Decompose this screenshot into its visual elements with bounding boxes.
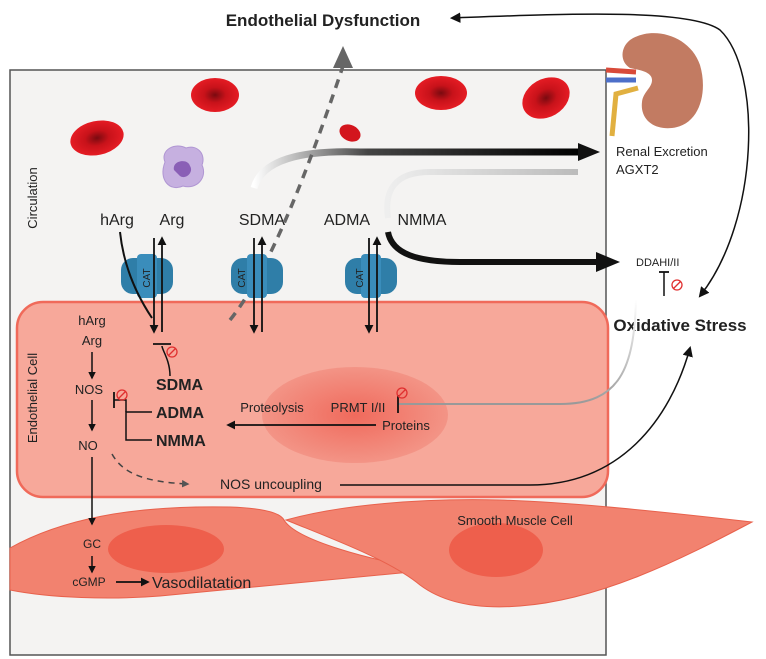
intracellular-nmma-label: NMMA (156, 433, 206, 450)
endothelial-cell-label: Endothelial Cell (25, 353, 40, 443)
kidney-icon (605, 33, 703, 137)
red-blood-cell-icon (70, 120, 124, 156)
smooth-muscle-nucleus-left (108, 525, 224, 573)
sdma-dysfunction-arrowhead (333, 46, 353, 68)
dysfunction-oxidative-link (449, 12, 750, 298)
cat-transporter-arg: CAT (121, 254, 173, 298)
smooth-muscle-nucleus-right (449, 523, 543, 577)
intracellular-sdma-label: SDMA (156, 377, 204, 394)
sdma-inhibition-line (161, 345, 171, 377)
renal-excretion-arc (250, 148, 580, 190)
oxidative-prmt-line (398, 299, 637, 405)
renal-excretion-label: Renal Excretion (616, 144, 708, 159)
smooth-muscle-cell-label: Smooth Muscle Cell (457, 513, 573, 528)
endothelial-nucleus (262, 367, 448, 463)
no-label: NO (78, 438, 98, 453)
vasodilatation-label: Vasodilatation (152, 575, 251, 592)
intracellular-arg-label: Arg (82, 333, 102, 348)
nos-inhibition-bracket (125, 411, 152, 441)
circulation-label: Circulation (25, 167, 40, 228)
cat-label: CAT (237, 268, 248, 287)
circulating-arg-label: Arg (160, 212, 185, 229)
inhibit-icon (396, 387, 408, 399)
ddah-arrowhead (596, 252, 620, 272)
diagram-title: Endothelial Dysfunction (226, 11, 421, 30)
red-blood-cell-icon (191, 78, 239, 112)
cgmp-label: cGMP (72, 575, 105, 589)
prmt-label: PRMT I/II (331, 400, 386, 415)
inhibit-icon (116, 389, 128, 401)
leukocyte-icon (162, 145, 204, 188)
nos-label: NOS (75, 382, 104, 397)
nos-uncoupling-dashed-arrow (111, 453, 190, 488)
ddah-label: DDAHI/II (636, 257, 679, 269)
nos-uncoupling-label: NOS uncoupling (220, 476, 322, 492)
circulating-harg-label: hArg (100, 212, 134, 229)
cat-transporter-sdma: CAT (231, 254, 283, 298)
inhibit-icon (166, 346, 178, 358)
nos-inhibition-line (114, 399, 127, 412)
cat-transporter-adma: CAT (345, 254, 397, 298)
red-blood-cell-icon (339, 124, 361, 142)
circulating-adma-label: ADMA (324, 212, 371, 229)
oxidative-stress-label: Oxidative Stress (613, 316, 746, 335)
intracellular-adma-label: ADMA (156, 405, 204, 422)
agxt2-arc (384, 169, 578, 219)
cat-label: CAT (355, 268, 366, 287)
gc-label: GC (83, 537, 101, 551)
circulating-sdma-label: SDMA (239, 212, 286, 229)
red-blood-cell-icon (415, 76, 467, 110)
intracellular-harg-label: hArg (78, 313, 105, 328)
agxt2-label: AGXT2 (616, 162, 659, 177)
proteins-label: Proteins (382, 418, 430, 433)
uncoupling-to-oxidative-arrow (340, 345, 693, 486)
cat-label: CAT (142, 268, 153, 287)
circulating-nmma-label: NMMA (398, 212, 447, 229)
inhibit-icon (671, 279, 683, 291)
proteolysis-label: Proteolysis (240, 400, 304, 415)
harg-uptake-curve (119, 231, 153, 319)
